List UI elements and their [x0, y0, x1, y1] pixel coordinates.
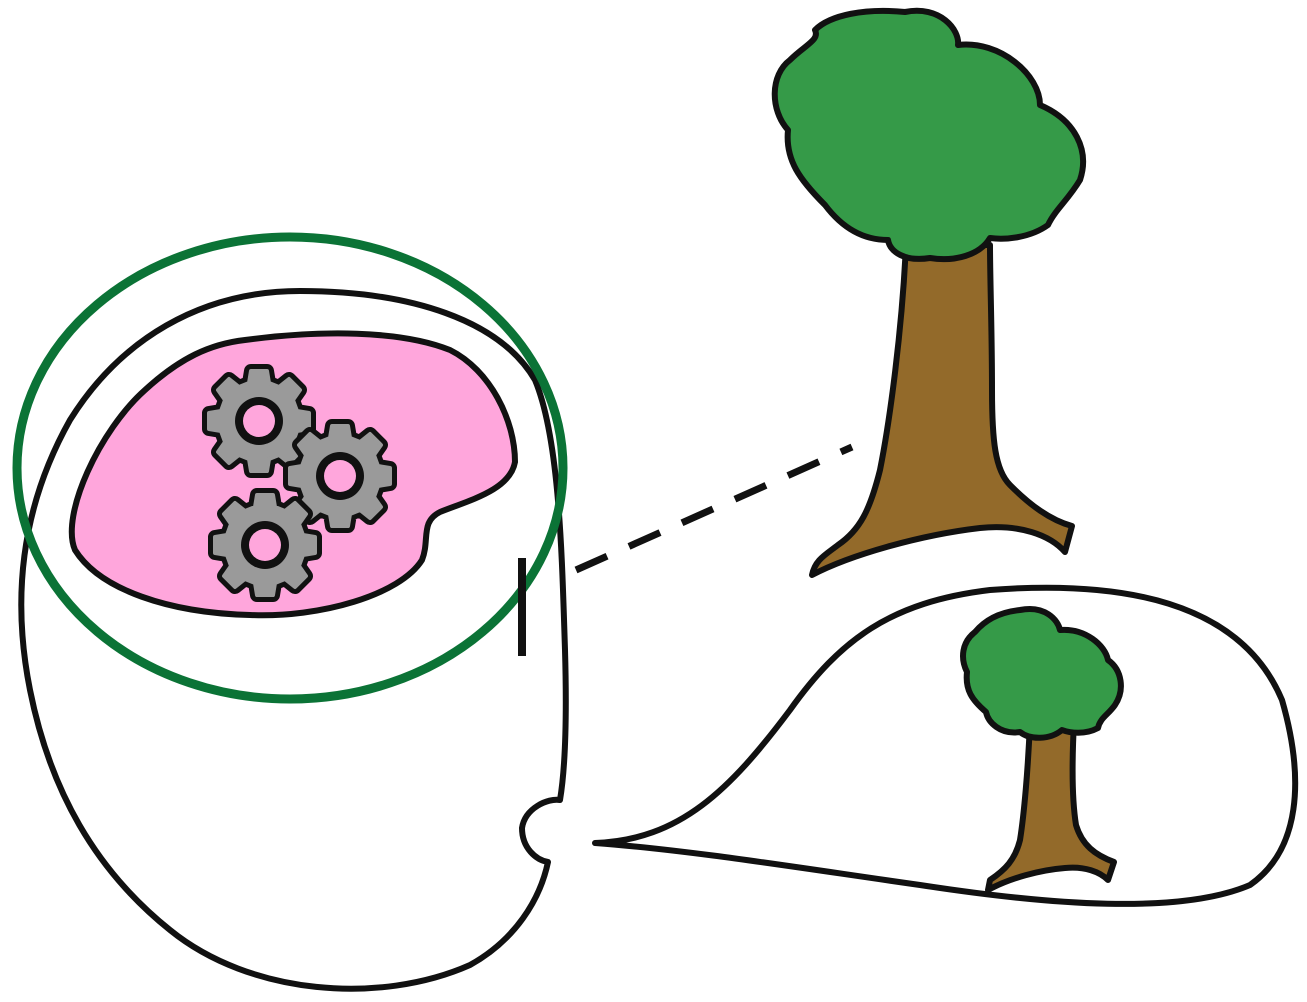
gear-icon [215, 495, 315, 595]
tree-icon [775, 11, 1083, 575]
real-tree-foliage [775, 11, 1083, 259]
speech-bubble [595, 588, 1295, 904]
real-tree-trunk [812, 245, 1072, 575]
gaze-line [576, 447, 852, 570]
gear-icon [209, 371, 309, 471]
